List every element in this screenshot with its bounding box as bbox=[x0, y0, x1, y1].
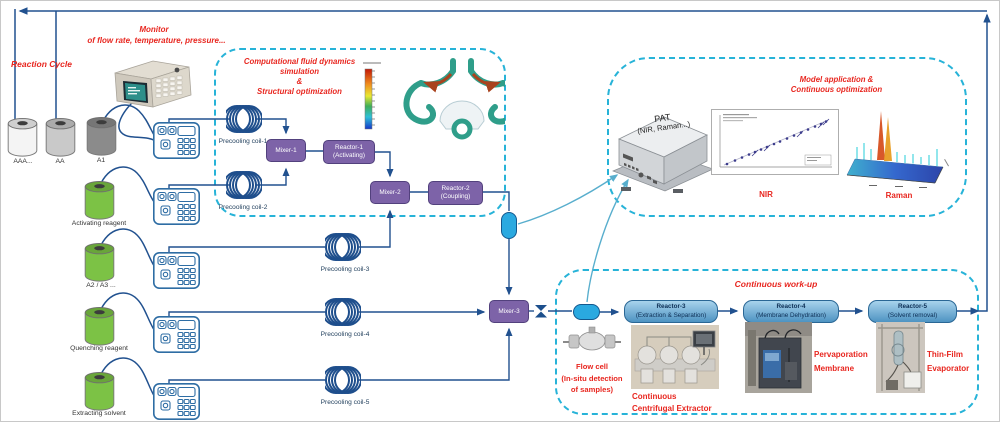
reactor-mode: (Coupling) bbox=[440, 193, 471, 200]
reactor-name: Reactor-3 bbox=[656, 303, 686, 310]
caption-line: Flow cell bbox=[575, 362, 609, 371]
mixer-1: Mixer-1 bbox=[266, 139, 306, 162]
drum-label: Extracting solvent bbox=[72, 410, 126, 417]
mixer-2: Mixer-2 bbox=[370, 181, 410, 204]
model-title-line: Continuous optimization bbox=[790, 85, 883, 94]
cfd-title-line: & bbox=[296, 77, 303, 86]
cfd-title-line: simulation bbox=[280, 67, 319, 76]
drum-aaa bbox=[7, 117, 38, 157]
mixer-label: Mixer-2 bbox=[379, 188, 401, 196]
pump-4 bbox=[153, 316, 200, 353]
monitor-subtitle: of flow rate, temperature, pressure... bbox=[87, 36, 226, 45]
reactor-mode: (Activating) bbox=[333, 152, 365, 159]
mixer-3: Mixer-3 bbox=[489, 300, 529, 323]
pump-3 bbox=[153, 252, 200, 289]
raman-plot bbox=[839, 97, 959, 189]
caption-line: Membrane bbox=[814, 364, 855, 373]
caption-line: Thin-Film bbox=[927, 350, 963, 359]
drum-extracting bbox=[84, 371, 115, 411]
membrane-caption: Pervaporation Membrane bbox=[814, 348, 884, 376]
pervaporation-membrane-photo bbox=[745, 322, 812, 393]
flow-cell-caption: Flow cell (In-situ detection of samples) bbox=[549, 361, 635, 396]
evaporator-caption: Thin-Film Evaporator bbox=[927, 348, 987, 376]
nir-label: NIR bbox=[759, 190, 773, 199]
model-box-title: Model application & Continuous optimizat… bbox=[759, 75, 914, 95]
cfd-title-line: Structural optimization bbox=[257, 87, 342, 96]
centrifugal-extractor-photo bbox=[631, 325, 719, 389]
workup-title: Continuous work-up bbox=[734, 279, 818, 289]
valve-icon bbox=[535, 305, 547, 318]
cfd-dashed-box bbox=[214, 48, 506, 217]
process-piping bbox=[168, 118, 864, 383]
monitor-title: Monitor bbox=[139, 25, 169, 34]
drum-a1 bbox=[86, 116, 117, 156]
drum-label: Quenching reagent bbox=[70, 345, 128, 352]
drum-label: AAA... bbox=[13, 158, 33, 165]
reactor-mode: (Membrane Dehydration) bbox=[756, 311, 826, 319]
nir-plot bbox=[711, 109, 839, 175]
cfd-title: Computational fluid dynamics simulation … bbox=[227, 57, 372, 97]
cfd-simulation-image bbox=[357, 55, 505, 141]
back-pressure-regulator bbox=[501, 212, 517, 239]
reactor-1: Reactor-1 (Activating) bbox=[323, 140, 375, 164]
inline-flow-cell bbox=[573, 304, 600, 320]
pump-2 bbox=[153, 188, 200, 225]
drum-activating bbox=[84, 180, 115, 220]
reactor-4-header: Reactor-4 (Membrane Dehydration) bbox=[743, 300, 839, 323]
reactor-3-header: Reactor-3 (Extraction & Separation) bbox=[624, 300, 718, 323]
reactor-name: Reactor-4 bbox=[776, 303, 806, 310]
reactor-name: Reactor-2 bbox=[441, 185, 470, 193]
coil-label: Precooling coil-2 bbox=[218, 204, 268, 211]
coil-label: Precooling coil-4 bbox=[320, 331, 370, 338]
workup-dashed-box bbox=[555, 269, 979, 415]
reactor-mode: (Solvent removal) bbox=[887, 311, 938, 319]
caption-line: (In-situ detection bbox=[561, 373, 623, 383]
recycle-loop-line bbox=[11, 7, 991, 315]
reactor-5-header: Reactor-5 (Solvent removal) bbox=[868, 300, 957, 323]
pumps bbox=[153, 122, 200, 420]
drum-label: Activating reagent bbox=[71, 220, 127, 227]
coil-2 bbox=[226, 171, 262, 199]
caption-line: Continuous bbox=[632, 392, 677, 401]
coil-label: Precooling coil-5 bbox=[320, 399, 370, 406]
reactor-mode: (Extraction & Separation) bbox=[635, 311, 707, 319]
extractor-caption: Continuous Centrifugal Extractor bbox=[632, 391, 752, 415]
coil-4 bbox=[325, 298, 361, 326]
coil-1 bbox=[226, 105, 262, 133]
monitor-device bbox=[101, 51, 193, 109]
cfd-title-line: Computational fluid dynamics bbox=[243, 57, 356, 66]
model-dashed-box bbox=[607, 57, 967, 217]
drum-label: A2 / A3 ... bbox=[86, 282, 116, 289]
pat-sampling-lines bbox=[517, 174, 629, 303]
drum-a2a3 bbox=[84, 242, 115, 282]
pump-1 bbox=[153, 122, 200, 159]
model-title-line: Model application & bbox=[799, 75, 874, 84]
coil-label: Precooling coil-1 bbox=[218, 138, 268, 145]
reactor-2: Reactor-2 (Coupling) bbox=[428, 181, 483, 205]
mixer-label: Mixer-3 bbox=[498, 307, 520, 315]
drum-quenching bbox=[84, 306, 115, 346]
drum-label: A1 bbox=[96, 157, 106, 164]
coil-label: Precooling coil-3 bbox=[320, 266, 370, 273]
raman-label: Raman bbox=[885, 191, 913, 200]
monitor-cable bbox=[118, 98, 160, 144]
reactor-name: Reactor-5 bbox=[897, 303, 928, 310]
caption-line: Evaporator bbox=[927, 364, 970, 373]
pump-5 bbox=[153, 383, 200, 420]
drum-aa bbox=[45, 117, 76, 157]
reactor-name: Reactor-1 bbox=[334, 144, 364, 152]
coil-5 bbox=[325, 366, 361, 394]
thin-film-evaporator-photo bbox=[876, 322, 925, 393]
caption-line: Centrifugal Extractor bbox=[632, 404, 712, 413]
reaction-cycle-label: Reaction Cycle bbox=[11, 59, 72, 69]
caption-line: of samples) bbox=[570, 385, 614, 394]
caption-line: Pervaporation bbox=[814, 350, 868, 359]
mixer-label: Mixer-1 bbox=[275, 146, 297, 154]
flow-cell-photo bbox=[561, 325, 623, 357]
supply-tubes bbox=[97, 104, 161, 405]
drum-label: AA bbox=[55, 158, 65, 165]
coil-3 bbox=[325, 233, 361, 261]
